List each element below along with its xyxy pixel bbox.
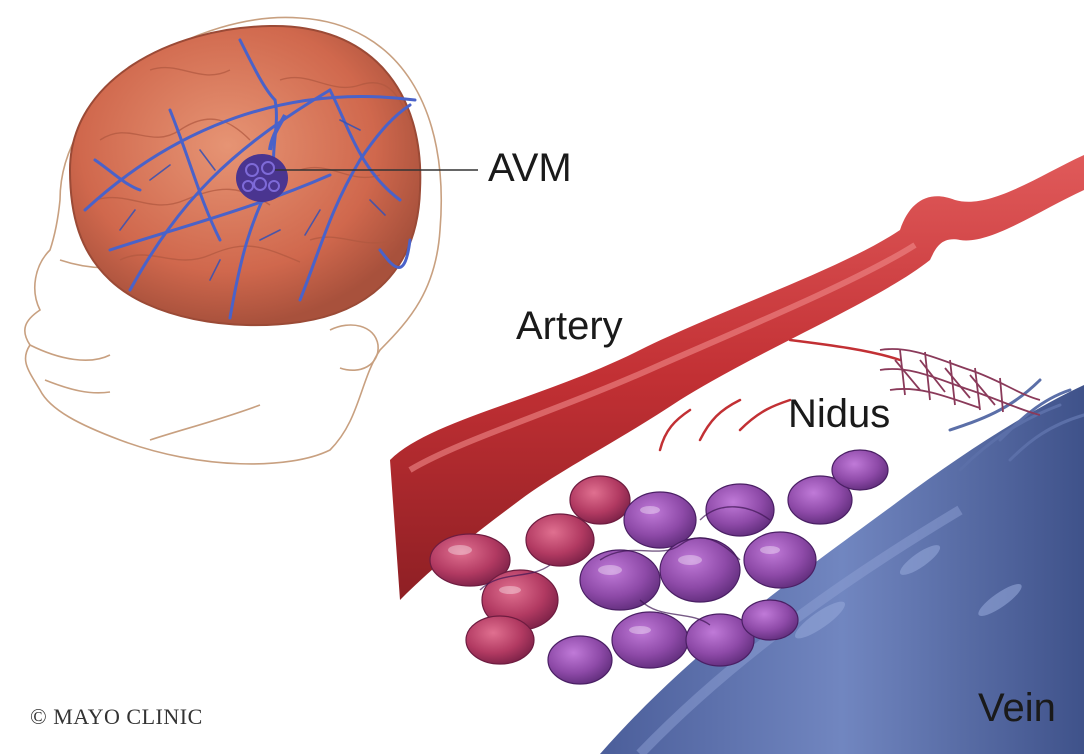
label-avm: AVM bbox=[488, 148, 572, 188]
capillary-network bbox=[880, 349, 1040, 415]
label-vein: Vein bbox=[978, 688, 1056, 728]
copyright-notice: © MAYO CLINIC bbox=[30, 704, 203, 730]
label-nidus: Nidus bbox=[788, 394, 890, 434]
brain bbox=[70, 26, 420, 325]
label-artery: Artery bbox=[516, 306, 623, 346]
